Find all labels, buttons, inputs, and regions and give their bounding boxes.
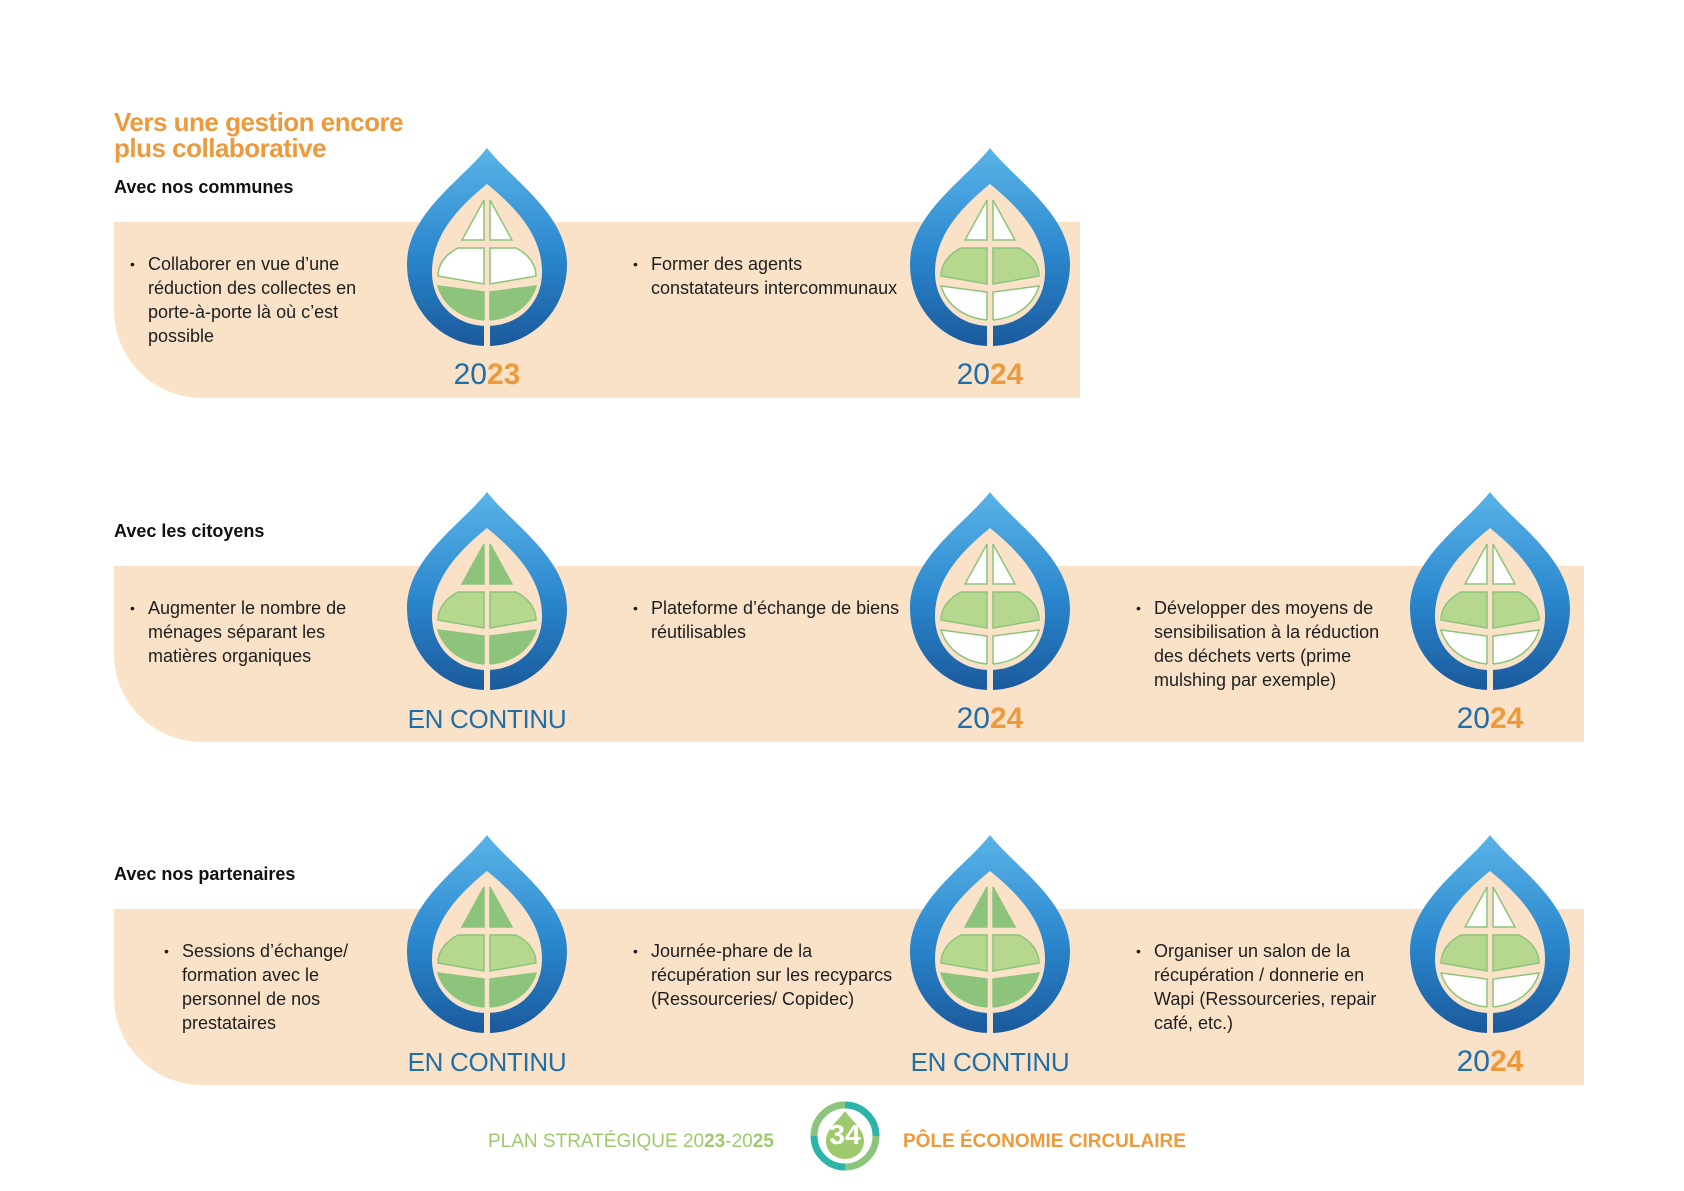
badge-year-label: 2024 bbox=[956, 358, 1024, 391]
recycle-drop-icon bbox=[810, 1101, 880, 1171]
list-item: Journée-phare de la récupération sur les… bbox=[633, 939, 901, 1011]
badge-en-continu: EN CONTINU bbox=[402, 831, 572, 1093]
footer-section-name: PÔLE ÉCONOMIE CIRCULAIRE bbox=[903, 1131, 1186, 1152]
leaf-drop-icon bbox=[1410, 492, 1570, 690]
list-item: Collaborer en vue d’une réduction des co… bbox=[130, 252, 398, 348]
badge-en-continu: EN CONTINU bbox=[402, 488, 572, 750]
section-heading-communes: Avec nos communes bbox=[114, 177, 294, 197]
leaf-drop-icon bbox=[407, 835, 567, 1033]
list-item: Sessions d’échange/ formation avec le pe… bbox=[164, 939, 392, 1035]
footer-plan-title: PLAN STRATÉGIQUE 2023-2025 bbox=[488, 1131, 774, 1152]
section-heading-citoyens: Avec les citoyens bbox=[114, 521, 265, 541]
badge-2024: 2024 bbox=[905, 144, 1075, 406]
leaf-drop-icon bbox=[910, 835, 1070, 1033]
page-title-line2: plus collaborative bbox=[114, 133, 327, 163]
leaf-drop-icon bbox=[407, 492, 567, 690]
badge-continuous-label: EN CONTINU bbox=[910, 1047, 1070, 1077]
page-title-line1: Vers une gestion encore bbox=[114, 107, 404, 137]
badge-year-label: 2024 bbox=[956, 702, 1024, 735]
list-item: Développer des moyens de sensibilisation… bbox=[1136, 596, 1404, 692]
page-badge: 34 bbox=[808, 1099, 882, 1173]
section-heading-partenaires: Avec nos partenaires bbox=[114, 864, 296, 884]
badge-2024: 2024 bbox=[1405, 488, 1575, 750]
badge-2024: 2024 bbox=[905, 488, 1075, 750]
badge-2024: 2024 bbox=[1405, 831, 1575, 1093]
badge-continuous-label: EN CONTINU bbox=[407, 704, 567, 734]
page-number: 34 bbox=[829, 1119, 861, 1150]
leaf-drop-icon bbox=[407, 148, 567, 346]
badge-en-continu: EN CONTINU bbox=[905, 831, 1075, 1093]
badge-year-label: 2023 bbox=[453, 358, 521, 391]
list-item: Organiser un salon de la récupération / … bbox=[1136, 939, 1404, 1035]
badge-continuous-label: EN CONTINU bbox=[407, 1047, 567, 1077]
badge-2023: 2023 bbox=[402, 144, 572, 406]
list-item: Augmenter le nombre de ménages séparant … bbox=[130, 596, 398, 668]
leaf-drop-icon bbox=[910, 492, 1070, 690]
badge-year-label: 2024 bbox=[1456, 702, 1524, 735]
list-item: Plateforme d’échange de biens réutilisab… bbox=[633, 596, 901, 644]
list-item: Former des agents constatateurs intercom… bbox=[633, 252, 901, 300]
leaf-drop-icon bbox=[910, 148, 1070, 346]
page-title: Vers une gestion encore plus collaborati… bbox=[114, 109, 474, 161]
badge-year-label: 2024 bbox=[1456, 1045, 1524, 1078]
leaf-drop-icon bbox=[1410, 835, 1570, 1033]
